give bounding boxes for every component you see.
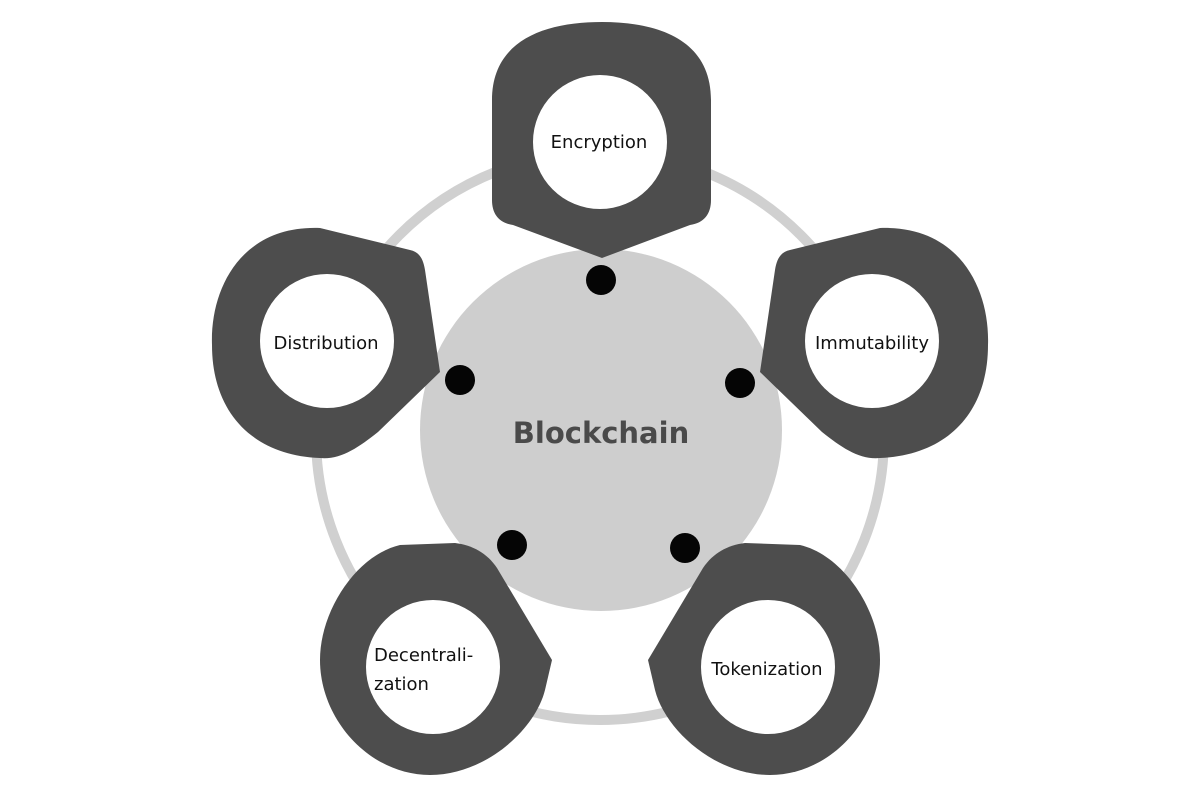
center-hub — [420, 249, 782, 611]
connector-dot — [586, 265, 616, 295]
node-label: Tokenization — [710, 659, 822, 680]
node-label: Encryption — [551, 132, 648, 153]
node-circle — [366, 600, 500, 734]
node-decentralization: Decentrali- zation — [320, 543, 552, 775]
node-tokenization: Tokenization — [648, 543, 880, 775]
node-distribution: Distribution — [211, 227, 440, 459]
node-circle — [260, 274, 394, 408]
node-circle — [805, 274, 939, 408]
connector-dot — [725, 368, 755, 398]
node-circle — [701, 600, 835, 734]
connector-dot — [497, 530, 527, 560]
node-encryption: Encryption — [492, 22, 711, 258]
node-circle — [533, 75, 667, 209]
node-label-line1: Decentrali- — [374, 645, 473, 666]
node-label-line2: zation — [374, 674, 429, 695]
connector-dot — [670, 533, 700, 563]
node-label: Distribution — [273, 333, 378, 354]
node-label: Immutability — [815, 333, 929, 354]
connector-dot — [445, 365, 475, 395]
center-label: Blockchain — [513, 416, 689, 450]
node-immutability: Immutability — [760, 227, 989, 459]
